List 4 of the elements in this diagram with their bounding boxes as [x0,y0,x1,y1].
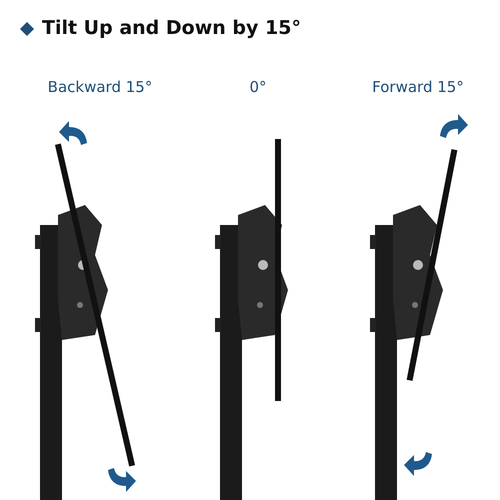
tilt-label: 0° [249,78,267,96]
tilt-label: Backward 15° [48,78,152,96]
heading: Tilt Up and Down by 15° [42,17,301,39]
tilt-label: Forward 15° [372,78,464,96]
